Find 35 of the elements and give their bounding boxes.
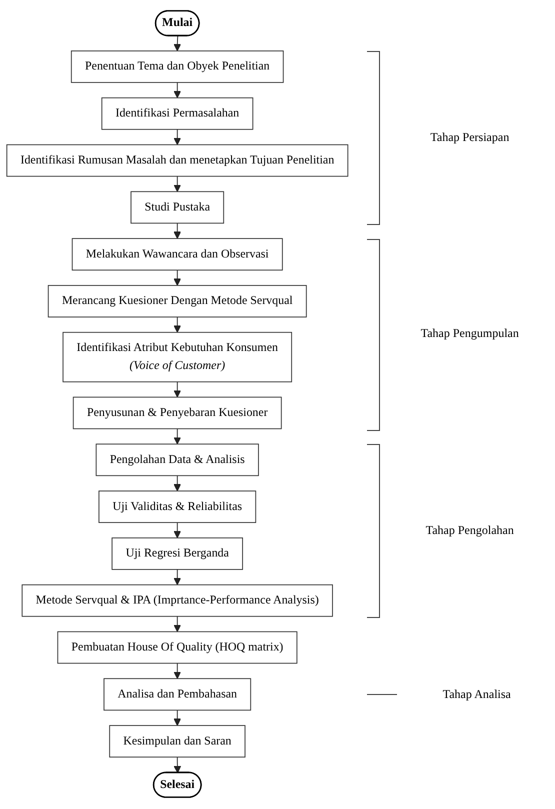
phase-label: Tahap Pengolahan (424, 522, 515, 538)
phase-label: Tahap Pengumpulan (420, 326, 520, 342)
arrow (174, 475, 182, 492)
arrow (174, 616, 182, 632)
node-box: Identifikasi Atribut Kebutuhan Konsumen (Voice of Customer) (62, 332, 292, 382)
node-box: Kesimpulan dan Saran (109, 725, 246, 758)
node-box: Identifikasi Rumusan Masalah dan menetapkan Tujuan Penelitian (6, 144, 348, 177)
arrow (174, 222, 182, 239)
arrow (174, 128, 182, 146)
node-box: Analisa dan Pembahasan (104, 678, 252, 711)
node-box: Studi Pustaka (130, 191, 224, 224)
node-box: Melakukan Wawancara dan Observasi (72, 238, 283, 271)
node-box: Identifikasi Permasalahan (101, 97, 254, 130)
arrow (174, 662, 182, 679)
node-box: Uji Regresi Berganda (112, 537, 244, 570)
node-box: Pembuatan House Of Quality (HOQ matrix) (57, 631, 298, 664)
arrow (174, 82, 182, 98)
node-box: Penyusunan & Penyebaran Kuesioner (72, 396, 282, 430)
arrow (174, 756, 182, 774)
node-box: Pengolahan Data & Analisis (96, 444, 259, 476)
node-box: Merancang Kuesioner Dengan Metode Servqual (48, 285, 307, 318)
phase-label: Tahap Analisa (442, 686, 512, 702)
arrow (174, 176, 182, 192)
node-box: Uji Validitas & Reliabilitas (98, 490, 256, 523)
arrow (174, 36, 182, 52)
arrow (174, 569, 182, 586)
arrow (174, 381, 182, 398)
arrow (174, 270, 182, 286)
node-box: Penentuan Tema dan Obyek Penelitian (70, 50, 284, 83)
arrow (174, 428, 182, 444)
node-box: Metode Servqual & IPA (Imprtance-Performance Analysis) (22, 584, 333, 617)
arrow (174, 710, 182, 726)
arrow (174, 316, 182, 333)
arrow (174, 522, 182, 538)
phase-label: Tahap Persiapan (429, 130, 510, 145)
